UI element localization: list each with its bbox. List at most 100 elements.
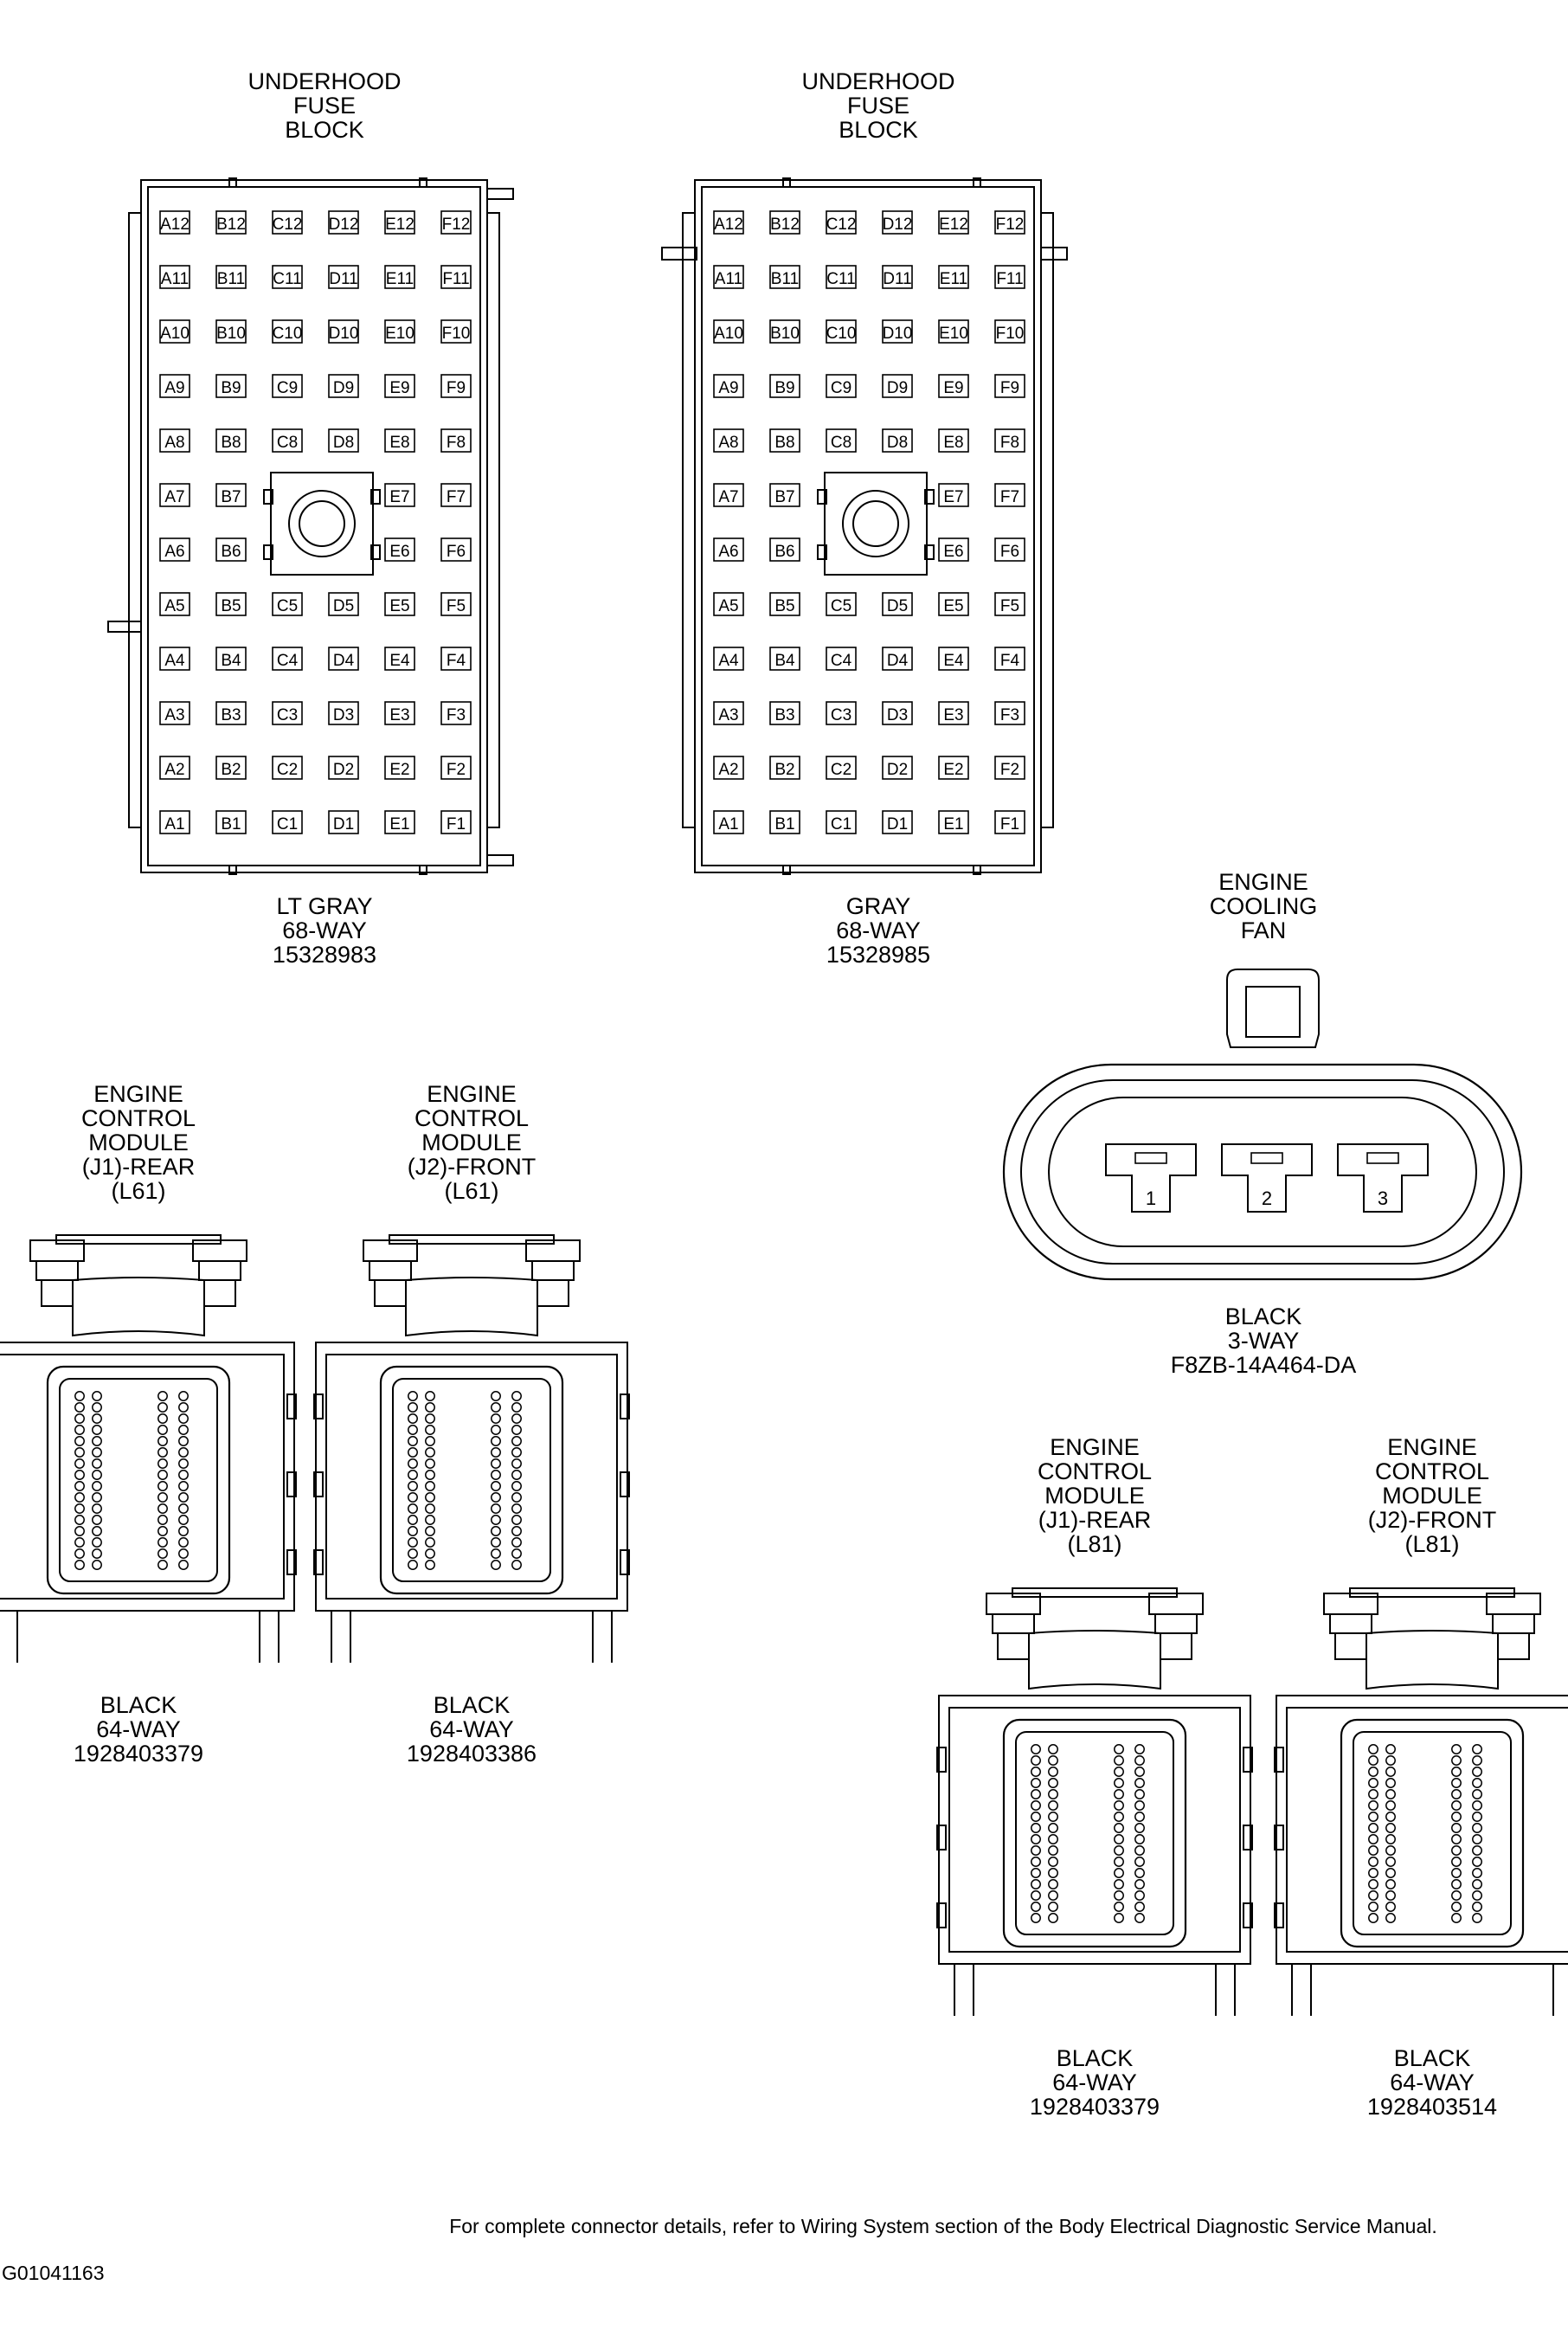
ecm-connector-part-number: 1928403386 <box>407 1741 537 1767</box>
ecm-pin <box>425 1458 435 1469</box>
ecm-pin <box>1048 1812 1058 1822</box>
outline-rect <box>1243 1747 1253 1773</box>
fuse-cavity: F4 <box>440 647 472 671</box>
ecm-pin <box>1114 1823 1124 1833</box>
ecm-pin <box>1472 1744 1482 1754</box>
fuse-cavity-label: A8 <box>718 434 738 452</box>
fuse-cavity: D5 <box>328 592 359 616</box>
outline-rect <box>384 810 415 834</box>
outline-rect <box>713 374 744 398</box>
outline-rect <box>938 483 969 507</box>
ecm-connector-part-number: 1928403379 <box>1030 2094 1160 2120</box>
ecm-pin <box>1114 1755 1124 1766</box>
outline-rect <box>1245 986 1301 1038</box>
ecm-pin <box>1472 1755 1482 1766</box>
ecm-pin <box>408 1560 418 1570</box>
fuse-cavity-label: A4 <box>164 652 185 670</box>
ecm-pin <box>92 1492 102 1503</box>
fuse-cavity-label: D11 <box>329 270 357 288</box>
fuse-cavity-label: E2 <box>943 761 963 779</box>
outline-rect <box>769 537 800 562</box>
outline-rect <box>994 319 1025 344</box>
ecm-pin <box>1031 1890 1041 1901</box>
outline-rect <box>938 701 969 725</box>
fuse-cavity: D10 <box>882 319 913 344</box>
ecm-pin <box>74 1436 85 1446</box>
outline-rect <box>1366 1152 1399 1164</box>
ecm-connector-title: ENGINE <box>1050 1434 1140 1460</box>
outline-rect <box>374 1279 407 1307</box>
ecm-pin <box>1031 1913 1041 1923</box>
outline-rect <box>882 374 913 398</box>
fuse-cavity: E6 <box>938 537 969 562</box>
fuse-cavity-label: C4 <box>831 652 852 670</box>
outline-rect <box>0 1342 295 1612</box>
ecm-pin <box>1368 1767 1378 1777</box>
fuse-block-ways: 68-WAY <box>282 917 367 943</box>
outline-rect <box>826 319 857 344</box>
fuse-cavity: C12 <box>826 210 857 235</box>
outline-rect <box>440 374 472 398</box>
fuse-cavity: A3 <box>159 701 190 725</box>
outline-rect <box>782 865 791 875</box>
ecm-pin <box>491 1515 501 1525</box>
outline-rect <box>1040 247 1068 261</box>
ecm-pin <box>1368 1812 1378 1822</box>
ecm-pin <box>1451 1857 1462 1867</box>
ecm-pin <box>408 1425 418 1435</box>
ecm-pin <box>92 1526 102 1536</box>
ecm-pin <box>1031 1823 1041 1833</box>
outline-rect <box>1274 1747 1284 1773</box>
ecm-pin <box>1472 1767 1482 1777</box>
ecm-pin <box>1114 1812 1124 1822</box>
ecm-pin <box>178 1436 189 1446</box>
ecm-pin <box>74 1402 85 1413</box>
outline-rect <box>882 319 913 344</box>
outline-rect <box>769 810 800 834</box>
fuse-cavity-label: C12 <box>826 216 857 234</box>
outline-rect <box>936 1747 947 1773</box>
ecm-pin <box>425 1526 435 1536</box>
outline-rect <box>938 592 969 616</box>
fuse-cavity-label: F4 <box>1000 652 1020 670</box>
outline-rect <box>486 188 514 200</box>
ecm-pin <box>157 1470 168 1480</box>
ecm-pin <box>1472 1812 1482 1822</box>
ecm-pin <box>1031 1812 1041 1822</box>
ecm-pin <box>1385 1767 1396 1777</box>
fuse-cavity-label: D2 <box>333 761 354 779</box>
fuse-cavity-label: F7 <box>1000 488 1019 506</box>
outline-rect <box>440 810 472 834</box>
stud-inner-ring <box>299 500 345 547</box>
fuse-cavity-label: D9 <box>887 379 908 397</box>
outline-rect <box>769 428 800 453</box>
fuse-cavity: F12 <box>440 210 472 235</box>
ecm-pin <box>1048 1879 1058 1889</box>
fuse-block-title: UNDERHOOD <box>247 68 401 94</box>
fuse-cavity-label: A9 <box>718 379 738 397</box>
ecm-pin <box>1048 1868 1058 1878</box>
fuse-cavity: F1 <box>994 810 1025 834</box>
ecm-pin <box>1368 1744 1378 1754</box>
ecm-pin <box>178 1470 189 1480</box>
ecm-connector-2: ENGINECONTROLMODULE(J2)-FRONT(L61)BLACK6… <box>313 1081 630 1767</box>
outline-rect <box>1497 1632 1530 1660</box>
outline-rect <box>159 756 190 780</box>
ecm-pin <box>92 1447 102 1458</box>
outline-rect <box>782 177 791 188</box>
fuse-cavity-label: D11 <box>883 270 911 288</box>
ecm-pin <box>157 1402 168 1413</box>
outline-rect <box>882 756 913 780</box>
ecm-pin <box>74 1447 85 1458</box>
fuse-cavity: B12 <box>769 210 800 235</box>
fuse-cavity-label: A6 <box>718 543 738 561</box>
fuse-cavity-label: C4 <box>277 652 299 670</box>
outline-rect <box>882 592 913 616</box>
fuse-cavity-label: B6 <box>221 543 241 561</box>
fuse-cavity-label: D3 <box>333 706 354 724</box>
ecm-pin <box>178 1503 189 1514</box>
outline-rect <box>1274 1825 1284 1850</box>
fuse-cavity: A1 <box>159 810 190 834</box>
ecm-pin <box>157 1560 168 1570</box>
ecm-pin <box>74 1492 85 1503</box>
